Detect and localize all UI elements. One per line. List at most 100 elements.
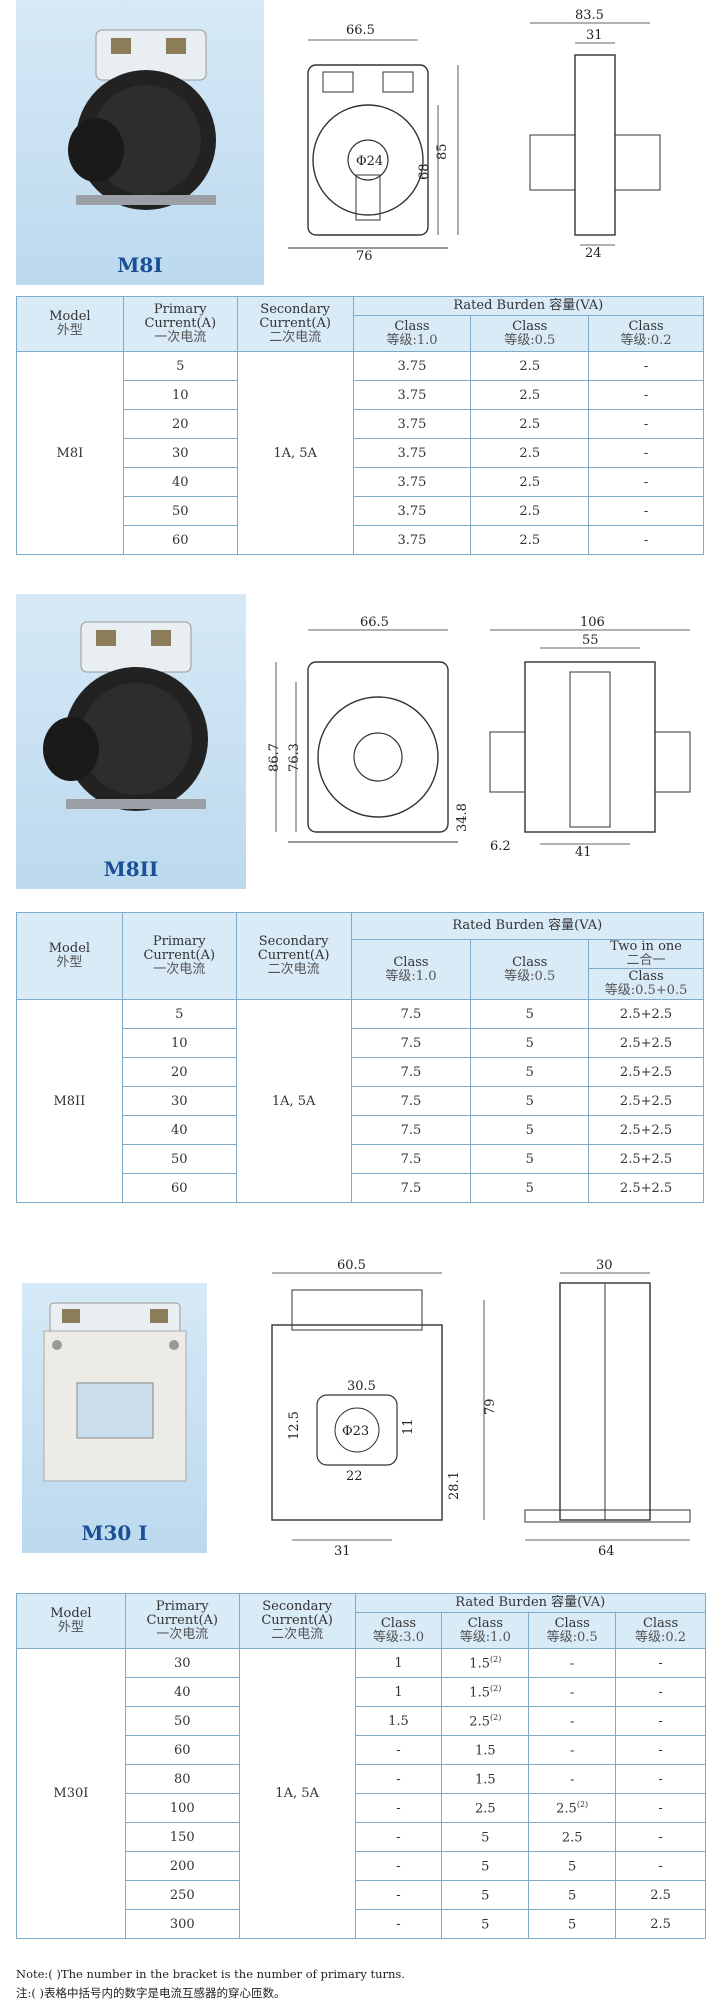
cell: 1 [354, 1648, 443, 1678]
m8i-photo-illustration [68, 29, 216, 210]
cell: 5 [528, 1880, 617, 1910]
dim-window-width: 30.5 [347, 1379, 376, 1394]
cell: 2.5(2) [441, 1706, 530, 1736]
dim-window-bottom: 22 [346, 1469, 363, 1484]
cell: 5 [441, 1880, 530, 1910]
cell: - [528, 1735, 617, 1765]
cell: 1 [354, 1677, 443, 1707]
m8ii-photo-illustration [43, 621, 208, 811]
cell: 2.5 [528, 1822, 617, 1852]
dim-height-mid: 76.3 [287, 743, 302, 772]
cell: 1.5(2) [441, 1648, 530, 1678]
cell: 5 [122, 351, 238, 381]
cell: - [615, 1648, 706, 1678]
cell: 2.5+2.5 [588, 1057, 704, 1087]
dim-width-top: 66.5 [360, 615, 389, 630]
cell: 20 [122, 409, 238, 439]
m30i-side-drawing: 30 64 [520, 1255, 700, 1560]
cell: 5 [528, 1851, 617, 1881]
dim-window-diameter: Φ23 [342, 1424, 369, 1439]
cell: 1.5(2) [441, 1677, 530, 1707]
cell: 2.5(2) [528, 1793, 617, 1823]
cell: 60 [122, 525, 238, 555]
dim-side-top: 83.5 [575, 8, 604, 23]
m8i-side-drawing: 83.5 31 24 [520, 5, 710, 261]
cell: 2.5+2.5 [588, 1144, 704, 1174]
dim-width-top: 66.5 [346, 23, 375, 38]
cell: 1.5 [354, 1706, 443, 1736]
cell: 10 [122, 380, 238, 410]
cell: 3.75 [352, 525, 472, 555]
dim-height-total: 85 [435, 143, 450, 160]
cell: 5 [470, 1086, 590, 1116]
product-photo-m8ii: M8II [16, 594, 246, 889]
secondary-cell: 1A, 5A [235, 999, 352, 1203]
m8ii-caption: M8II [103, 857, 159, 881]
dim-side-top: 30 [596, 1258, 613, 1273]
cell: 3.75 [352, 496, 472, 526]
dim-side-b: 41 [575, 845, 592, 857]
cell: 5 [441, 1851, 530, 1881]
m8ii-front-drawing: 66.5 86.7 76.3 34.8 [267, 612, 470, 857]
cell: 2.5+2.5 [588, 1173, 704, 1203]
note-english: Note:( )The number in the bracket is the… [16, 1967, 405, 1981]
cell: 5 [470, 1057, 590, 1087]
table-row: 60-1.5-- [17, 1735, 706, 1765]
cell: 300 [124, 1909, 240, 1939]
dim-width-bottom: 76 [356, 249, 373, 264]
cell: 2.5+2.5 [588, 1028, 704, 1058]
cell: 2.5 [470, 525, 590, 555]
cell: 2.5 [470, 438, 590, 468]
cell: 40 [122, 467, 238, 497]
m8i-caption: M8I [117, 253, 163, 277]
dim-width-bottom: 31 [334, 1544, 351, 1559]
cell: 5 [441, 1909, 530, 1939]
cell: - [588, 496, 704, 526]
cell: - [588, 438, 704, 468]
cell: - [615, 1706, 706, 1736]
cell: 5 [470, 1173, 590, 1203]
cell: - [588, 467, 704, 497]
dim-side-top: 106 [580, 615, 605, 630]
m8i-front-drawing: 66.5 Φ24 76 85 68 [268, 10, 468, 265]
col-primary: Primary Current(A)一次电流 [121, 912, 237, 1000]
cell: 2.5 [615, 1880, 706, 1910]
cell: - [354, 1793, 443, 1823]
cell: - [615, 1793, 706, 1823]
note-chinese: 注:( )表格中括号内的数字是电流互感器的穿心匝数。 [16, 1986, 286, 2000]
m30i-front-drawing: 60.5 30.5 Φ23 12.5 11 22 28.1 79 31 [262, 1255, 502, 1560]
cell: - [588, 525, 704, 555]
dim-side-bottom: 64 [598, 1544, 615, 1559]
cell: 7.5 [350, 1057, 472, 1087]
cell: - [354, 1735, 443, 1765]
dim-side-a: 6.2 [490, 839, 511, 854]
dim-hole: Φ24 [356, 154, 383, 169]
secondary-cell: 1A, 5A [238, 1648, 356, 1939]
cell: - [354, 1851, 443, 1881]
m30i-photo-illustration [43, 1302, 187, 1482]
col-rated-burden: Rated Burden 容量(VA) [350, 912, 705, 940]
cell: 2.5 [470, 351, 590, 381]
cell: 2.5+2.5 [588, 999, 704, 1029]
dim-side-mid: 55 [582, 633, 599, 648]
cell: - [354, 1880, 443, 1910]
cell: - [615, 1822, 706, 1852]
